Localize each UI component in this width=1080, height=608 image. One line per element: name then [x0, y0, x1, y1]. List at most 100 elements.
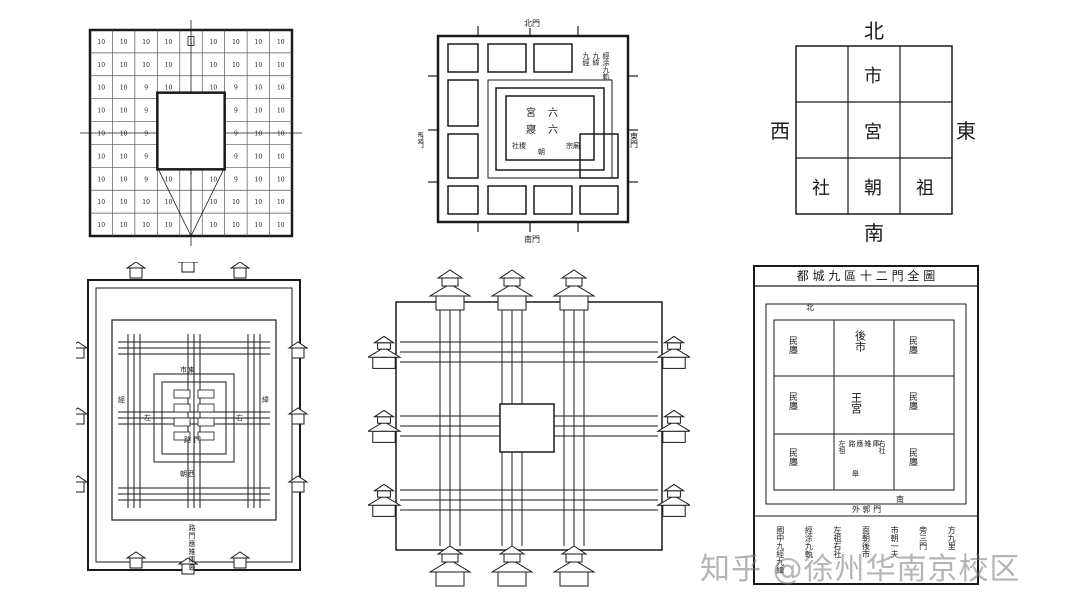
- label-wei: 緯: [262, 395, 269, 404]
- grid-cell-number: 10: [232, 199, 240, 206]
- grid-cell-number: 9: [234, 85, 238, 92]
- grid-cell-number: 10: [210, 199, 218, 206]
- label-market: 市: [180, 365, 187, 374]
- gate-tower-icon: [67, 341, 89, 359]
- grid-cell-number: 10: [210, 62, 218, 69]
- column-label-a: 九經: [582, 51, 590, 67]
- palace-zongmiao: 宗廟: [566, 141, 580, 150]
- label-west: 西: [188, 470, 195, 478]
- grid-cell-number: 10: [165, 176, 173, 183]
- bottom-column-b: 門: [188, 532, 196, 540]
- bottom-column-a: 路: [188, 523, 196, 532]
- grid-cell-number: 10: [97, 85, 105, 92]
- inner-building: [197, 403, 215, 413]
- gate-tower-icon: [552, 269, 596, 311]
- grid-cell-number: 10: [165, 62, 173, 69]
- gate-tower-icon: [177, 255, 199, 273]
- palace-sheji: 社稷: [512, 141, 526, 150]
- grid-cell-altar: 社: [812, 178, 830, 199]
- grid-cell-number: 10: [97, 153, 105, 160]
- simple-grid-panel: 北 南 東 西 市 宮 社 朝 祖: [760, 14, 988, 248]
- grid-cell-market: 市: [864, 66, 882, 87]
- district-n: 後市: [854, 329, 867, 353]
- inner-building: [173, 431, 191, 441]
- inner-building: [197, 431, 215, 441]
- grid-cell-number: 10: [210, 176, 218, 183]
- gate-tower-icon: [125, 551, 147, 569]
- grid-cell-number: 10: [277, 199, 285, 206]
- grid-cell-number: 9: [234, 108, 238, 115]
- inner-building: [173, 403, 191, 413]
- bottom-column-e: 庫: [188, 555, 196, 564]
- east-gate-label: 東門: [630, 131, 639, 149]
- ring-road-city-panel: 宮 六 寢 六 社稷 宗廟 朝 北門 南門 西門 東門 九經 九緯 經涂九軌: [416, 12, 648, 248]
- palace-top-b: 六: [548, 107, 558, 119]
- center-left-label: 左祖: [838, 439, 846, 455]
- grid-cell-number: 10: [277, 85, 285, 92]
- grid-cell-number: 10: [255, 176, 263, 183]
- grid-cell-number: 9: [234, 153, 238, 160]
- grid-cell-number: 10: [120, 108, 128, 115]
- grid-plan-panel: 10 10 10 10 10 10 10 10 10 10 10 10 10 10 10 10 10 10 9 10 1…: [80, 18, 302, 248]
- grid-cell-number: 10: [277, 131, 285, 138]
- nine-district-drawing: 都 城 九 區 十 二 門 全 圖 北 南 民廛 後市 民廛 民廛 王宮 民廛 …: [753, 265, 979, 585]
- center-ying: 應: [856, 439, 864, 448]
- center-ku: 庫: [872, 439, 880, 448]
- grid-cell-number: 10: [97, 39, 105, 46]
- grid-cell-number: 10: [210, 85, 218, 92]
- grid-cell-number: 10: [232, 39, 240, 46]
- grid-cell-number: 10: [232, 222, 240, 229]
- grid-cell-number: 9: [144, 153, 148, 160]
- district-w: 民廛: [787, 392, 798, 411]
- gate-tower-city-panel: [366, 266, 692, 590]
- palace-chao: 朝: [538, 148, 545, 156]
- grid-cell-number: 10: [97, 199, 105, 206]
- grid-cell-number: 10: [142, 199, 150, 206]
- grid-cell-number: 10: [165, 199, 173, 206]
- center-zhi: 雉: [864, 439, 872, 448]
- district-sw: 民廛: [787, 448, 798, 467]
- gate-tower-icon: [366, 335, 402, 369]
- grid-cell-number: 10: [142, 222, 150, 229]
- grid-cell-number: 10: [97, 176, 105, 183]
- south-gate-number: 1: [189, 168, 193, 175]
- gate-tower-icon: [67, 475, 89, 493]
- outer-gate-label: 外 郭 門: [852, 504, 881, 514]
- column-label-b: 九緯: [592, 51, 600, 67]
- gate-tower-icon: [428, 269, 472, 311]
- gate-tower-city-drawing: [366, 269, 692, 587]
- grid-cell-number: 10: [120, 85, 128, 92]
- grid-cell-ancestral: 祖: [916, 178, 934, 199]
- gate-tower-icon: [229, 261, 251, 279]
- bottom-column-c: 應: [188, 539, 196, 548]
- inner-building: [197, 417, 215, 427]
- grid-cell-number: 10: [210, 222, 218, 229]
- footer-column-text: 方九里: [947, 525, 956, 550]
- palace-mid-a: 寢: [526, 123, 536, 136]
- bottom-column-d: 雉: [188, 547, 196, 556]
- gate-tower-icon: [67, 407, 89, 425]
- grid-cell-number: 9: [144, 176, 148, 183]
- district-nw: 民廛: [787, 336, 798, 355]
- gate-tower-icon: [366, 409, 402, 443]
- grid-cell-number: 10: [255, 222, 263, 229]
- grid-cell-number: 10: [120, 222, 128, 229]
- inner-building: [173, 417, 191, 427]
- grid-cell-number: 10: [255, 153, 263, 160]
- gate-tower-icon: [490, 269, 534, 311]
- label-left: 左: [144, 413, 151, 422]
- gate-tower-icon: [656, 483, 692, 517]
- walled-city-panel: 東 市 西 朝 左 右 經 緯 路 門 路 門 應 雉 庫 皋: [67, 255, 312, 582]
- grid-cell-number: 10: [255, 85, 263, 92]
- south-gate-label: 南門: [524, 234, 540, 244]
- center-road: 路: [848, 439, 856, 448]
- south-gate-label: 南: [896, 494, 904, 504]
- grid-cell-number: 10: [277, 62, 285, 69]
- map-title: 都 城 九 區 十 二 門 全 圖: [797, 268, 936, 283]
- north-gate-label: 北門: [524, 19, 540, 28]
- gate-tower-icon: [366, 483, 402, 517]
- district-e: 民廛: [907, 392, 918, 411]
- grid-cell-number: 10: [97, 62, 105, 69]
- north-gate-label: 北: [806, 303, 814, 312]
- grid-cell-court: 朝: [864, 178, 882, 199]
